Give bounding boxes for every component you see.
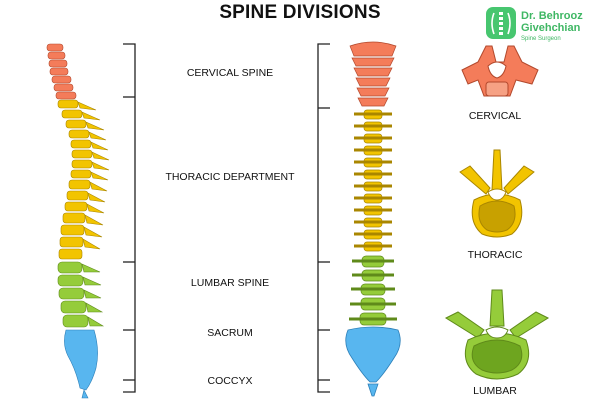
label-thoracic-department: THORACIC DEPARTMENT [165, 171, 295, 183]
front-thoracic [354, 109, 392, 252]
thoracic-vertebra-icon [459, 149, 535, 238]
label-vertebra-lumbar: LUMBAR [473, 385, 517, 397]
side-sacrum [64, 329, 98, 399]
front-spine [345, 41, 401, 397]
side-lumbar [57, 261, 105, 328]
front-cervical [349, 41, 397, 107]
right-bracket [317, 43, 330, 393]
logo-tagline: Spine Surgeon [521, 36, 561, 42]
label-cervical-spine: CERVICAL SPINE [186, 67, 274, 79]
label-sacrum: SACRUM [207, 327, 253, 339]
lumbar-vertebra-icon [444, 289, 550, 380]
logo-name-line2: Givehchian [521, 22, 581, 34]
spine-logo-icon [486, 7, 516, 39]
front-sacrum [345, 326, 401, 397]
label-lumbar-spine: LUMBAR SPINE [190, 277, 270, 289]
side-thoracic [57, 99, 110, 260]
label-coccyx: COCCYX [207, 375, 253, 387]
side-spine [46, 43, 110, 399]
cervical-vertebra-icon [461, 45, 539, 97]
front-lumbar [349, 255, 397, 326]
label-vertebra-cervical: CERVICAL [468, 110, 522, 122]
side-cervical [46, 43, 77, 100]
page-title: SPINE DIVISIONS [219, 2, 381, 23]
brand-logo: Dr. Behrooz Givehchian Spine Surgeon [486, 6, 596, 46]
logo-name-line1: Dr. Behrooz [521, 10, 583, 22]
label-vertebra-thoracic: THORACIC [467, 249, 523, 261]
left-bracket [123, 43, 136, 393]
